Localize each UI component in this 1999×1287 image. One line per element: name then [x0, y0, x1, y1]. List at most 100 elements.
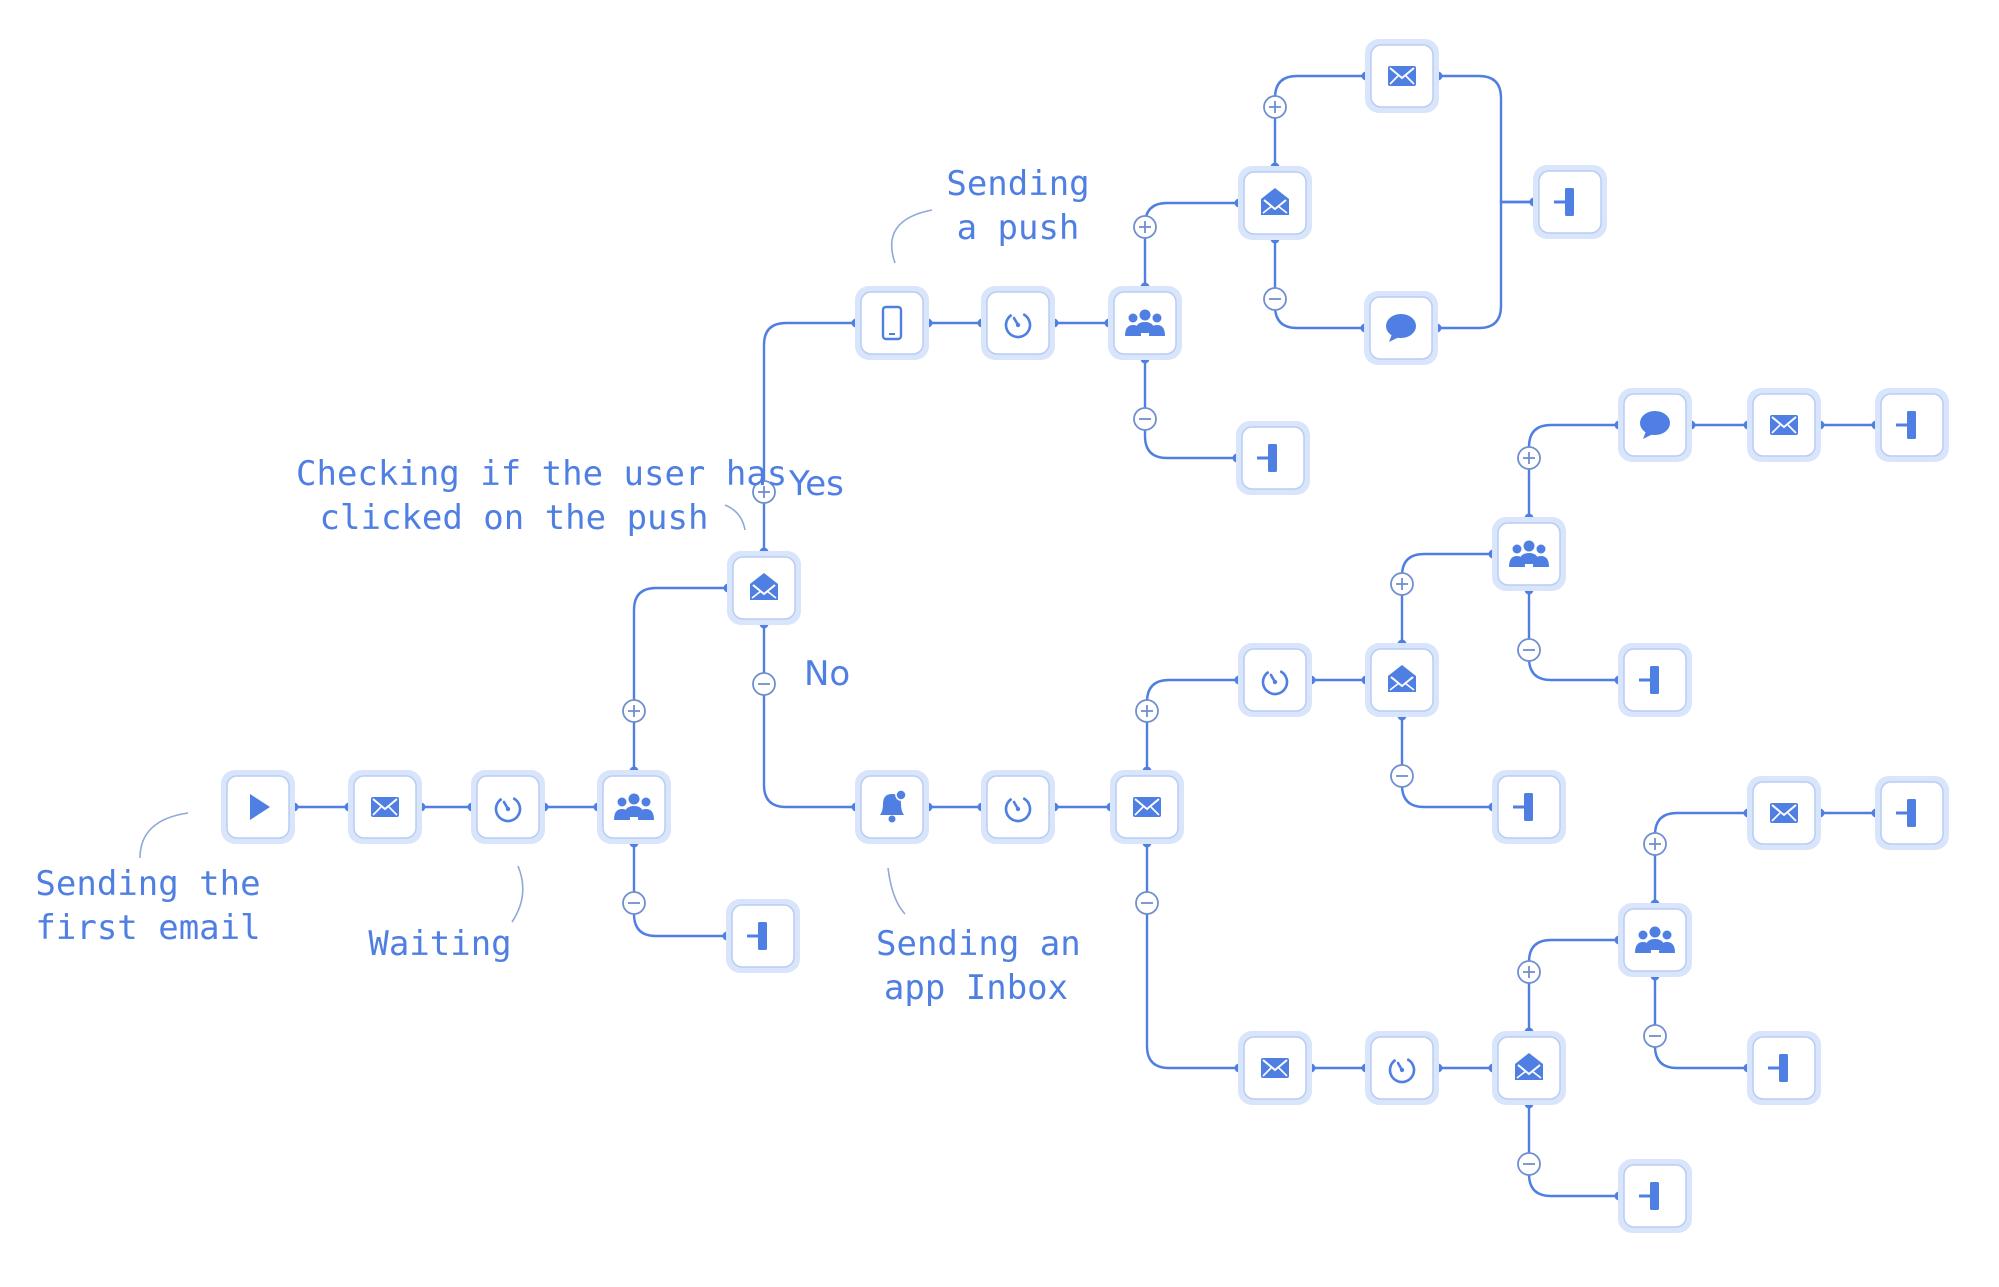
annotation-checking-click: Checking if the user has clicked on the …: [296, 454, 788, 538]
curl-waiting: [511, 865, 524, 923]
branch-yes-toggle-open-check-4[interactable]: [1517, 960, 1541, 1037]
branch-no-toggle-email-3[interactable]: [1135, 838, 1159, 915]
branch-yes-toggle-open-check-1[interactable]: [752, 480, 776, 557]
node-open-check-4[interactable]: [1492, 1031, 1566, 1105]
node-segment-3[interactable]: [1492, 517, 1566, 591]
node-exit-3[interactable]: [1533, 165, 1607, 239]
node-segment-4[interactable]: [1618, 903, 1692, 977]
edge-email-3-to-wait-4: [1145, 678, 1239, 771]
annotation-app-inbox: Sending an app Inbox: [876, 924, 1081, 1008]
node-exit-6[interactable]: [1875, 388, 1949, 462]
envelope-icon: [371, 797, 399, 817]
edge-segment-3-to-sms-2: [1527, 423, 1619, 518]
edge-segment-4-to-email-6: [1653, 811, 1748, 904]
node-push-1[interactable]: [855, 286, 929, 360]
curl-first-email: [139, 812, 189, 859]
node-email-3[interactable]: [1110, 770, 1184, 844]
edge-segment-1-to-exit-1: [632, 843, 727, 938]
node-email-2[interactable]: [1365, 39, 1439, 113]
node-start[interactable]: [221, 770, 295, 844]
edge-open-check-3-to-exit-4: [1400, 716, 1493, 809]
edge-segment-4-to-exit-8: [1653, 976, 1748, 1070]
node-exit-5[interactable]: [1618, 643, 1692, 717]
edge-open-check-4-to-exit-7: [1527, 1104, 1619, 1198]
exit-icon: [1639, 666, 1659, 694]
node-exit-9[interactable]: [1875, 776, 1949, 850]
node-segment-1[interactable]: [597, 770, 671, 844]
node-wait-3[interactable]: [981, 770, 1055, 844]
edge-segment-2-to-open-check-2: [1143, 201, 1239, 287]
node-segment-2[interactable]: [1108, 286, 1182, 360]
edge-segment-2-to-exit-2: [1143, 359, 1237, 460]
open-envelope-icon: [1261, 188, 1289, 215]
branch-no-toggle-open-check-2[interactable]: [1263, 234, 1287, 311]
users-icon: [1125, 309, 1165, 336]
node-wait-5[interactable]: [1365, 1031, 1439, 1105]
envelope-icon: [1133, 797, 1161, 817]
edge-email-2-to-exit-3: [1438, 74, 1534, 204]
exit-icon: [1554, 188, 1574, 216]
users-icon: [1635, 926, 1675, 953]
node-exit-1[interactable]: [726, 899, 800, 973]
edge-open-check-1-to-push-1: [762, 321, 856, 552]
exit-icon: [1513, 793, 1533, 821]
edge-open-check-2-to-email-2: [1273, 74, 1366, 167]
edge-open-check-3-to-segment-3: [1400, 552, 1493, 644]
exit-icon: [1768, 1054, 1788, 1082]
node-open-check-1[interactable]: [727, 551, 801, 625]
edge-sms-1-to-exit-3: [1437, 200, 1534, 330]
exit-icon: [1257, 444, 1277, 472]
envelope-icon: [1770, 803, 1798, 823]
open-envelope-icon: [750, 573, 778, 600]
node-exit-8[interactable]: [1747, 1031, 1821, 1105]
node-email-6[interactable]: [1747, 776, 1821, 850]
timer-icon: [1388, 1056, 1416, 1084]
node-inbox-1[interactable]: [855, 770, 929, 844]
envelope-icon: [1388, 66, 1416, 86]
users-icon: [614, 793, 654, 820]
branch-yes-toggle-segment-4[interactable]: [1643, 832, 1667, 909]
curl-checking-click: [724, 504, 746, 531]
open-envelope-icon: [1388, 665, 1416, 692]
annotation-waiting: Waiting: [368, 924, 512, 964]
edge-email-3-to-email-5: [1145, 843, 1239, 1070]
node-exit-2[interactable]: [1236, 421, 1310, 495]
open-envelope-icon: [1515, 1053, 1543, 1080]
timer-icon: [1261, 668, 1289, 696]
node-email-5[interactable]: [1238, 1031, 1312, 1105]
node-open-check-3[interactable]: [1365, 643, 1439, 717]
edge-open-check-2-to-sms-1: [1273, 239, 1365, 330]
annotation-sending-push: Sending a push: [946, 164, 1090, 248]
branch-label-yes: Yes: [789, 464, 844, 504]
annotation-pointers: [139, 209, 933, 923]
edge-open-check-1-to-inbox-1: [762, 624, 856, 809]
users-icon: [1509, 540, 1549, 567]
envelope-icon: [1770, 415, 1798, 435]
play-icon: [250, 794, 270, 820]
exit-icon: [1896, 799, 1916, 827]
edge-open-check-4-to-segment-4: [1527, 938, 1619, 1032]
curl-sending-push: [890, 209, 933, 264]
node-email-1[interactable]: [348, 770, 422, 844]
envelope-icon: [1261, 1058, 1289, 1078]
timer-icon: [1004, 795, 1032, 823]
node-open-check-2[interactable]: [1238, 166, 1312, 240]
node-exit-7[interactable]: [1618, 1159, 1692, 1233]
node-wait-2[interactable]: [981, 286, 1055, 360]
branch-label-no: No: [804, 654, 851, 694]
node-sms-2[interactable]: [1618, 388, 1692, 462]
edge-segment-3-to-exit-5: [1527, 590, 1619, 682]
branch-no-toggle-segment-2[interactable]: [1133, 354, 1157, 431]
node-sms-1[interactable]: [1364, 291, 1438, 365]
chat-icon: [1640, 411, 1670, 439]
timer-icon: [1004, 311, 1032, 339]
node-exit-4[interactable]: [1492, 770, 1566, 844]
journey-nodes: [221, 39, 1949, 1233]
node-box: [860, 291, 924, 355]
node-wait-1[interactable]: [471, 770, 545, 844]
node-wait-4[interactable]: [1238, 643, 1312, 717]
node-email-4[interactable]: [1747, 388, 1821, 462]
exit-icon: [747, 922, 767, 950]
annotation-first-email: Sending the first email: [35, 864, 261, 948]
